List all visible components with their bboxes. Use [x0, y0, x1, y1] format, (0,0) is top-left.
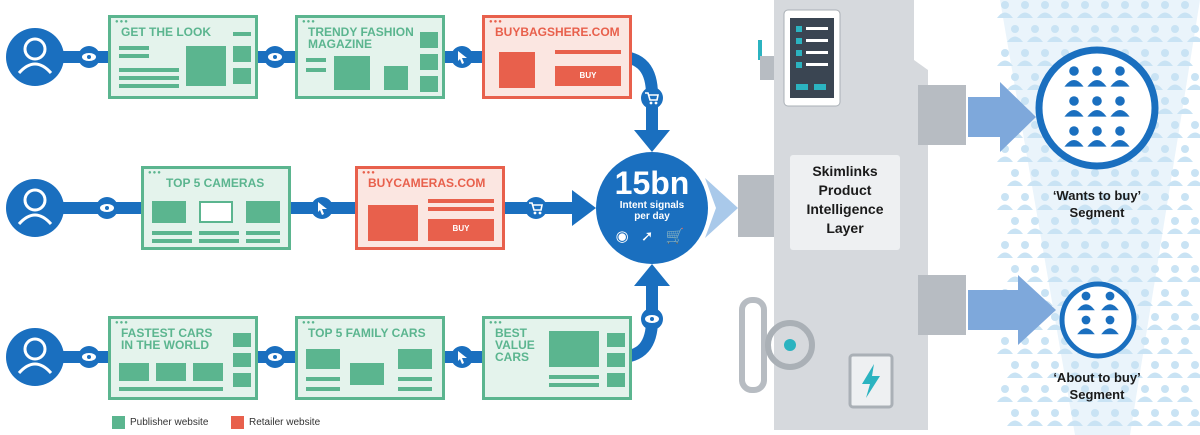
camera-icon [246, 201, 280, 223]
legend-publisher: Publisher website [112, 416, 208, 429]
cart-icon [641, 87, 663, 109]
car-icon [156, 363, 186, 381]
retailer-site-buybagshere: ●●● BUYBAGSHERE.COM BUY [482, 15, 632, 99]
publisher-site-fastest-cars: ●●● FASTEST CARS IN THE WORLD [108, 316, 258, 400]
wheel-icon [765, 320, 815, 370]
eye-icon [96, 197, 118, 219]
publisher-site-trendy-fashion: ●●● TRENDY FASHION MAGAZINE [295, 15, 445, 99]
segment-label-wants-to-buy: ‘Wants to buy’ Segment [1052, 188, 1142, 220]
machine-label: Skimlinks Product Intelligence Layer [806, 163, 884, 236]
camera-icon [368, 205, 418, 241]
publisher-site-top-5-cameras: ●●● TOP 5 CAMERAS [141, 166, 291, 250]
camera-icon [199, 201, 233, 223]
car-icon [549, 331, 599, 367]
bag-icon [384, 66, 408, 90]
person-icon [6, 28, 64, 86]
buy-button[interactable]: BUY [555, 66, 621, 86]
eye-icon [78, 346, 100, 368]
site-title: BEST VALUE CARS [495, 326, 535, 364]
site-title: TRENDY FASHION MAGAZINE [308, 25, 414, 51]
car-icon [119, 363, 149, 381]
cursor-icon [451, 346, 473, 368]
cursor-icon [311, 197, 333, 219]
car-icon [193, 363, 223, 381]
legend-retailer: Retailer website [231, 416, 320, 429]
car-icon [306, 349, 340, 369]
person-icon [6, 328, 64, 386]
site-title: BUYBAGSHERE.COM [495, 25, 620, 39]
eye-icon [78, 46, 100, 68]
buy-button[interactable]: BUY [428, 219, 494, 241]
publisher-site-best-value-cars: ●●● BEST VALUE CARS [482, 316, 632, 400]
eye-icon [264, 46, 286, 68]
intelligence-machine [738, 0, 966, 430]
bolt-icon [848, 353, 894, 409]
intent-signals-hub: 15bn Intent signals per day ◉ ➚ 🛒 [596, 152, 708, 264]
hub-value: 15bn [614, 165, 690, 201]
site-title: BUYCAMERAS.COM [368, 176, 486, 190]
retailer-site-buycameras: ●●● BUYCAMERAS.COM BUY [355, 166, 505, 250]
cart-icon [525, 197, 547, 219]
cursor-icon [451, 46, 473, 68]
site-title: GET THE LOOK [121, 25, 211, 39]
wants-to-buy-segment-circle [1035, 46, 1159, 170]
car-icon [350, 363, 384, 385]
hub-icons: ◉ ➚ 🛒 [615, 228, 689, 245]
about-to-buy-segment-circle [1059, 281, 1137, 359]
bag-icon [334, 56, 370, 90]
camera-icon [152, 201, 186, 223]
bag-icon [186, 46, 226, 86]
site-title: FASTEST CARS IN THE WORLD [121, 326, 213, 352]
segment-label-about-to-buy: ‘About to buy’ Segment [1053, 370, 1141, 402]
publisher-site-top-5-family-cars: ●●● TOP 5 FAMILY CARS [295, 316, 445, 400]
eye-icon [264, 346, 286, 368]
car-icon [398, 349, 432, 369]
site-title: TOP 5 FAMILY CARS [308, 326, 426, 340]
hub-caption: Intent signals per day [619, 200, 685, 222]
eye-icon [641, 308, 663, 330]
publisher-site-get-the-look: ●●● GET THE LOOK [108, 15, 258, 99]
person-icon [6, 179, 64, 237]
bag-icon [499, 52, 535, 88]
site-title: TOP 5 CAMERAS [166, 176, 265, 190]
